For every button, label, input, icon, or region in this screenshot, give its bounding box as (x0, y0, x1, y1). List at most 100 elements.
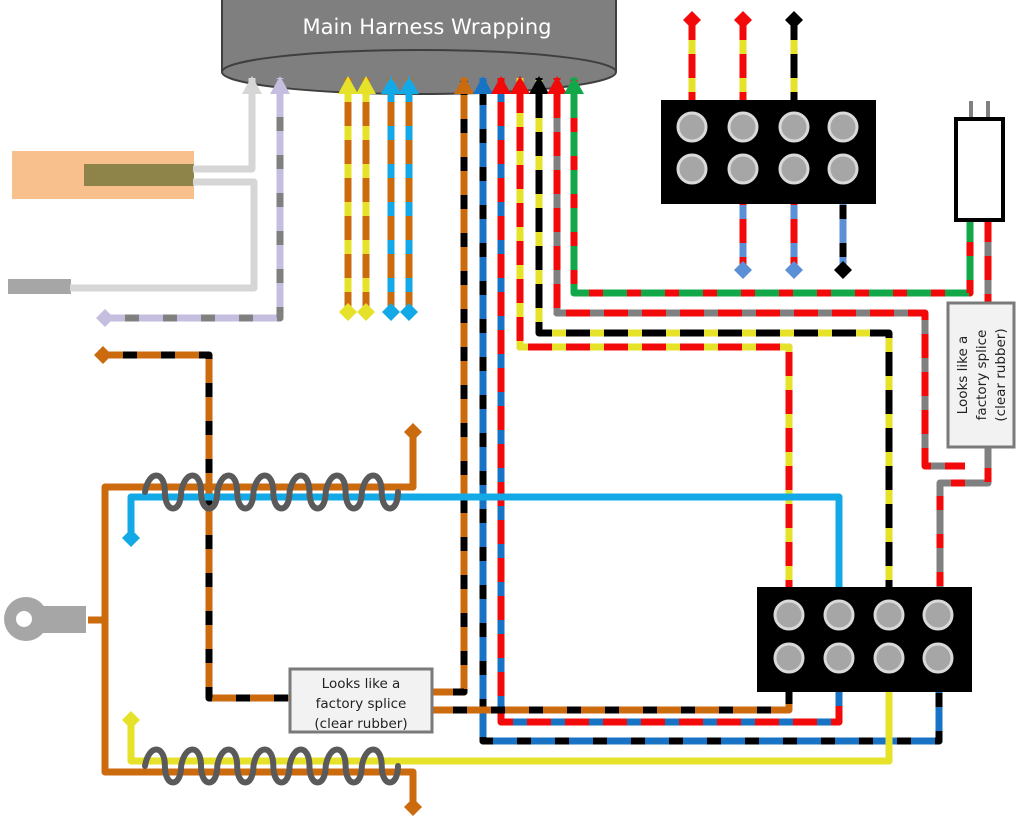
wire-cyan-loop (127, 493, 843, 600)
connector-bottom-8pin-pin-2 (823, 599, 855, 631)
connector-top-8pin-pin-1 (676, 111, 708, 143)
wire-red-yellow-trunk-end-arrow-icon (510, 76, 530, 94)
connector-bottom-8pin-pin-5 (773, 642, 805, 674)
wire-gray-red-right-low (936, 448, 992, 600)
splice-right-line-2: factory splice (974, 330, 990, 421)
wire-orange-black-upper (103, 351, 289, 702)
wire-red-blue-trunk-end-arrow-icon (491, 76, 511, 94)
wire-orange-black-trunk-end-arrow-icon (454, 76, 474, 94)
connector-top-8pin-pin-7 (778, 153, 810, 185)
wire-orange-ground-top (88, 432, 417, 624)
connector-bottom-8pin-pin-3 (873, 599, 905, 631)
wire-orange-ground-bottom-end-diamond-icon (404, 798, 422, 816)
connector-top-8pin (661, 100, 876, 204)
wire-blue-black-trunk (479, 78, 943, 745)
wire-green-red-trunk-base (570, 78, 974, 297)
wire-orange-ground-bottom (101, 620, 417, 807)
component-pin-right (986, 101, 990, 119)
wire-lightgray-sensor-a (193, 78, 256, 173)
wire-top-red-lightblue-1-end-diamond-icon (734, 261, 752, 279)
connector-bottom-8pin-pin-8 (922, 642, 954, 674)
harness-outline (221, 0, 617, 72)
wire-lightgray-sensor-b (70, 178, 258, 292)
harness-title: Main Harness Wrapping (303, 15, 552, 39)
sensor-probe (8, 151, 194, 294)
component-body (954, 117, 1005, 222)
connector-top-8pin-pin-4 (827, 111, 859, 143)
wire-orange-black-upper-stripe (103, 351, 289, 702)
sensor-element (84, 164, 194, 186)
connector-top-8pin-pin-3 (778, 111, 810, 143)
component-pin-left (969, 101, 973, 119)
wire-orange-ground-top-end-diamond-icon (404, 423, 422, 441)
wire-black-yellow-trunk (535, 78, 893, 600)
ring-terminal-hole (16, 611, 32, 627)
splice-box-bottom-frame (288, 667, 434, 734)
wire-top-red-lightblue-2-end-diamond-icon (785, 261, 803, 279)
wire-red-yellow-trunk (516, 78, 793, 600)
wire-green-red-trunk (570, 78, 974, 297)
wire-gray-red-right-low-base (936, 448, 992, 600)
connector-bottom-8pin-pin-4 (922, 599, 954, 631)
wire-cyan-loop-base (127, 493, 843, 600)
connector-bottom-8pin-pin-7 (873, 642, 905, 674)
wire-red-gray-trunk-end-arrow-icon (547, 76, 567, 94)
wire-red-yellow-trunk-base (516, 78, 793, 600)
connector-bottom-8pin-pin-6 (823, 642, 855, 674)
wire-red-gray-trunk-stripe (553, 78, 965, 470)
tape-coil-upper (142, 472, 401, 512)
wire-blue-black-trunk-end-arrow-icon (473, 76, 493, 94)
wire-lavender-gray-start-diamond-icon (96, 309, 114, 327)
wire-yellow-loop (127, 680, 893, 765)
wire-top-red-yellow-2-end-diamond-icon (734, 11, 752, 29)
wire-orange-yellow-2-end-arrow-icon (356, 76, 376, 94)
wire-orange-black-upper-start-diamond-icon (94, 346, 112, 364)
inline-component-right (954, 101, 1005, 222)
connector-bottom-8pin-pin-1 (773, 599, 805, 631)
wire-green-red-trunk-end-arrow-icon (564, 76, 584, 94)
splice-bottom-line-2: factory splice (316, 696, 407, 712)
connector-bottom-8pin (757, 587, 972, 692)
wire-lightgray-sensor-a-end-arrow-icon (242, 76, 262, 94)
coils-layer (142, 472, 401, 786)
ground-ring-terminal (4, 597, 86, 641)
wire-orange-yellow-1-end-arrow-icon (338, 76, 358, 94)
connector-top-8pin-pin-6 (727, 153, 759, 185)
wire-lavender-gray-end-arrow-icon (270, 76, 290, 94)
wire-orange-black-trunk (433, 78, 468, 696)
wire-blue-black-trunk-stripe (479, 78, 943, 745)
wire-gray-red-right-low-stripe (936, 448, 992, 600)
wire-orange-ground-top-base (88, 432, 417, 624)
splice-right-line-1: Looks like a (955, 336, 971, 415)
wire-orange-ground-bottom-base (101, 620, 417, 807)
wire-lavender-gray-stripe (105, 78, 284, 322)
wire-orange-black-trunk-base (433, 78, 468, 696)
splice-box-right: Looks like a factory splice (clear rubbe… (946, 301, 1016, 449)
splice-box-bottom: Looks like a factory splice (clear rubbe… (288, 667, 434, 734)
wire-orange-cyan-2-start-diamond-icon (400, 303, 418, 321)
wire-black-yellow-trunk-stripe (535, 78, 893, 600)
wire-top-black-yellow-end-diamond-icon (785, 11, 803, 29)
wire-orange-cyan-2-end-arrow-icon (399, 76, 419, 94)
tape-coil-lower (142, 746, 401, 786)
wire-yellow-loop-base (127, 680, 893, 765)
splice-bottom-line-3: (clear rubber) (314, 716, 407, 732)
connector-top-8pin-pin-2 (727, 111, 759, 143)
wire-top-red-yellow-1-end-diamond-icon (683, 11, 701, 29)
wire-lightgray-sensor-b-base (70, 178, 258, 292)
sensor-lead-terminal (8, 279, 71, 294)
wire-orange-cyan-1-start-diamond-icon (382, 303, 400, 321)
wire-lavender-gray (105, 78, 284, 322)
wire-black-yellow-trunk-end-arrow-icon (529, 76, 549, 94)
splice-box-right-frame (946, 301, 1016, 449)
wire-cyan-loop-start-diamond-icon (122, 529, 140, 547)
wire-orange-yellow-2-start-diamond-icon (357, 303, 375, 321)
connector-top-8pin-pin-5 (676, 153, 708, 185)
splice-right-line-3: (clear rubber) (993, 328, 1009, 421)
wire-top-lightblue-black-end-diamond-icon (834, 261, 852, 279)
wire-orange-yellow-1-start-diamond-icon (339, 303, 357, 321)
wire-yellow-loop-start-diamond-icon (122, 711, 140, 729)
wire-red-blue-trunk-stripe (497, 78, 843, 726)
wire-lightgray-sensor-a-base (193, 78, 256, 173)
wire-orange-black-trunk-stripe (433, 78, 468, 696)
